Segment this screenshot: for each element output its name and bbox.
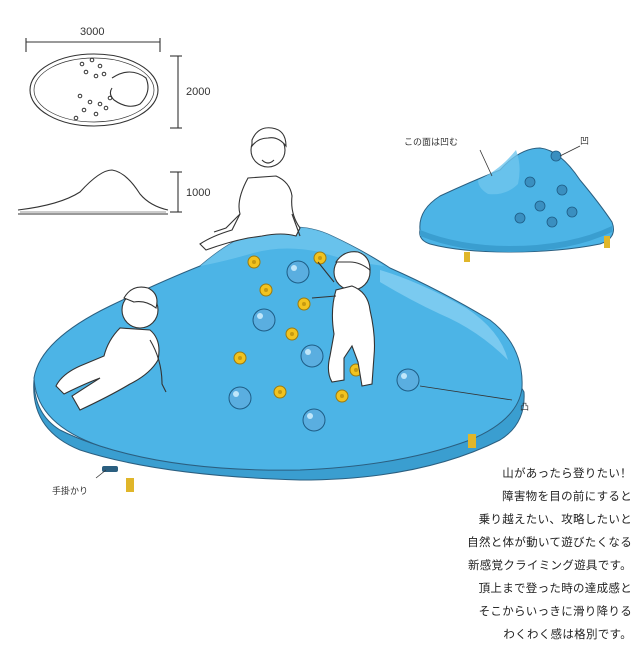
depth-dimension-label: 2000	[186, 86, 210, 98]
description-line: 自然と体が動いて遊びたくなる	[467, 535, 632, 549]
concave-face-label: この面は凹む	[404, 137, 458, 148]
description-line: そこからいっきに滑り降りる	[478, 604, 632, 618]
description-line: わくわく感は格別です。	[503, 627, 632, 641]
concave-leader-line	[479, 149, 493, 177]
climbing-ball-highlights	[233, 265, 407, 419]
top-view-holds	[73, 57, 113, 121]
child-sitting-top	[199, 127, 301, 251]
side-view-sketch	[17, 169, 182, 215]
top-view-sketch	[25, 38, 182, 129]
description-text: 山があったら登りたい！ 障害物を目の前にすると 乗り越えたい、攻略したいと 自然…	[420, 462, 632, 646]
description-line: 障害物を目の前にすると	[502, 489, 632, 503]
yellow-holds	[233, 251, 363, 403]
small-mat-view	[419, 147, 614, 262]
yellow-hold-centers	[238, 256, 358, 398]
description-line: 頂上まで登った時の達成感と	[478, 581, 632, 595]
child-climbing	[311, 251, 376, 387]
height-dimension-label: 1000	[186, 187, 210, 199]
description-line: 乗り越えたい、攻略したいと	[478, 512, 632, 526]
handhold-label: 手掛かり	[52, 485, 88, 497]
convex-mark-label: 凸	[520, 402, 529, 413]
handhold-leader-line	[95, 469, 107, 479]
width-dimension-label: 3000	[80, 26, 104, 38]
convex-leader-line	[419, 385, 513, 401]
description-line: 山があったら登りたい！	[502, 466, 632, 480]
concave-mark-label: 凹	[580, 137, 589, 147]
concave-mark-leader	[559, 145, 581, 157]
description-line: 新感覚クライミング遊具です。	[467, 558, 632, 572]
child-lying	[55, 286, 167, 411]
